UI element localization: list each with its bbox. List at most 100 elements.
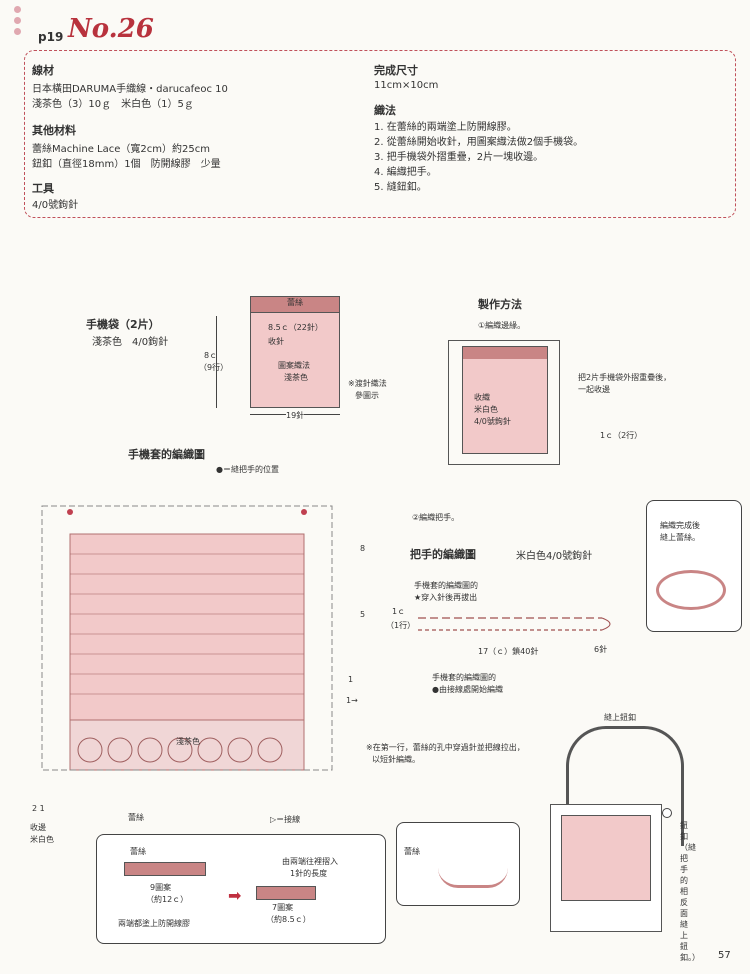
method-center-3: 4/0號鉤針 bbox=[474, 417, 511, 426]
button-title: 縫上鈕釦 bbox=[604, 713, 636, 722]
page-number: 57 bbox=[718, 950, 731, 961]
bag-pattern: 圖案織法 bbox=[278, 361, 310, 370]
bag-width: 19針 bbox=[286, 410, 305, 421]
header-dots bbox=[14, 6, 22, 46]
button-bag bbox=[550, 804, 662, 932]
bag-note-2: 參圖示 bbox=[355, 391, 379, 400]
handle-side-ring bbox=[656, 570, 726, 610]
lace-strip-1 bbox=[124, 862, 206, 876]
other-heading: 其他材料 bbox=[32, 124, 76, 137]
steps-list: 1. 在蕾絲的兩端塗上防開線膠。 2. 從蕾絲開始收針，用圖案織法做2個手機袋。… bbox=[374, 120, 583, 195]
step-1: 1. 在蕾絲的兩端塗上防開線膠。 bbox=[374, 122, 517, 133]
handle-chart-svg bbox=[418, 617, 611, 631]
tool-line1: 4/0號鉤針 bbox=[32, 200, 79, 211]
cover-color-label: 淺茶色 bbox=[176, 737, 200, 746]
step-4: 4. 編織把手。 bbox=[374, 167, 437, 178]
button-dot bbox=[662, 808, 672, 818]
handle-side-note-2: 縫上蕾絲。 bbox=[660, 533, 700, 542]
bag-diagram: 蕾絲 bbox=[250, 296, 340, 408]
handle-length: 17（ｃ）鎖40針 bbox=[478, 647, 539, 656]
bag-lace: 蕾絲 bbox=[251, 297, 339, 313]
method-step2: ②編織把手。 bbox=[412, 513, 460, 522]
method-bottom-label: 1ｃ（2行） bbox=[600, 431, 643, 440]
step-5: 5. 縫鈕釦。 bbox=[374, 182, 427, 193]
method-step1: ①編織邊緣。 bbox=[478, 321, 526, 330]
lace-width-2-sub: （約8.5ｃ） bbox=[266, 915, 311, 924]
method-center-1: 收織 bbox=[474, 393, 490, 402]
bag-title: 手機袋（2片） bbox=[86, 318, 160, 331]
lace-arrow-note-1: 由兩端往裡摺入 bbox=[282, 857, 338, 866]
cover-row8: 8 bbox=[360, 544, 366, 553]
handle-position-dot bbox=[67, 509, 73, 515]
bag-height-rows: （9行） bbox=[199, 363, 229, 372]
handle-color: 米白色4/0號鉤針 bbox=[516, 551, 593, 562]
hook-lace-label: 蕾絲 bbox=[404, 847, 420, 856]
lace-arrow-icon: ➡ bbox=[228, 886, 242, 905]
cover-chart-edge bbox=[41, 505, 333, 771]
handle-side-note-1: 編織完成後 bbox=[660, 521, 700, 530]
handle-bottom-note-1: 手機套的編織圖的 bbox=[432, 673, 496, 682]
bag-stitch-count: 8.5ｃ（22針） bbox=[268, 323, 323, 332]
cover-arrow-label: 1→ bbox=[346, 696, 358, 705]
page-title: No.26 bbox=[68, 14, 154, 44]
size-value: 11cm×10cm bbox=[374, 80, 439, 91]
hook-icon bbox=[438, 858, 508, 888]
cover-title: 手機套的編織圖 bbox=[128, 448, 205, 461]
page-ref: p19 bbox=[38, 30, 64, 44]
step-3: 3. 把手機袋外摺重疊，2片一塊收邊。 bbox=[374, 152, 544, 163]
bag-height-line bbox=[216, 316, 217, 408]
method-fold-2: 一起收邊 bbox=[578, 385, 610, 394]
handle-note-2: 以短針編織。 bbox=[372, 755, 420, 764]
button-handle bbox=[566, 726, 684, 846]
yarn-line2: 淺茶色（3）10ｇ 米白色（1）5ｇ bbox=[32, 99, 194, 110]
cover-chart-grid bbox=[70, 553, 304, 695]
handle-top-note-1: 手機套的編織圖的 bbox=[414, 581, 478, 590]
lace-width-2: 7圖案 bbox=[272, 903, 294, 912]
lace-prep-lace: 蕾絲 bbox=[130, 847, 146, 856]
other-line2: 鈕釦（直徑18mm）1個 防開線膠 少量 bbox=[32, 159, 221, 170]
bag-pattern-color: 淺茶色 bbox=[284, 373, 308, 382]
cover-lace-label: 蕾絲 bbox=[128, 813, 144, 822]
handle-position-dot bbox=[301, 509, 307, 515]
lace-width-1: 9圖案 bbox=[150, 883, 172, 892]
cover-row5: 5 bbox=[360, 610, 366, 619]
handle-top-note-2: ★穿入針後再拔出 bbox=[414, 593, 478, 602]
cover-row1: 1 bbox=[348, 675, 354, 684]
handle-row-label: 1ｃ bbox=[392, 607, 406, 616]
lace-prep-box bbox=[96, 834, 386, 944]
method-center-2: 米白色 bbox=[474, 405, 498, 414]
handle-bottom-note-2: ●由接線處開始編織 bbox=[432, 685, 503, 694]
yarn-heading: 線材 bbox=[32, 64, 54, 77]
yarn-line1: 日本橫田DARUMA手織線・darucafeoc 10 bbox=[32, 84, 228, 95]
bag-note-1: ※渡針織法 bbox=[348, 379, 387, 388]
button-side-text: 鈕釦（縫把手的相反面縫上鈕釦。） bbox=[680, 821, 700, 962]
handle-side-box bbox=[646, 500, 742, 632]
step-2: 2. 從蕾絲開始收針，用圖案織法做2個手機袋。 bbox=[374, 137, 584, 148]
cover-edge-1: 收邊 bbox=[30, 823, 46, 832]
handle-note-1: ※在第一行，蕾絲的孔中穿過針並把線拉出， bbox=[366, 743, 525, 752]
lace-strip-2 bbox=[256, 886, 316, 900]
materials-box bbox=[24, 50, 736, 218]
other-line1: 蕾絲Machine Lace（寬2cm）約25cm bbox=[32, 144, 210, 155]
cover-chart-body bbox=[69, 533, 305, 721]
handle-title: 把手的編織圖 bbox=[410, 548, 476, 561]
handle-row-label2: （1行） bbox=[386, 621, 416, 630]
lace-width-1-sub: （約12ｃ） bbox=[146, 895, 189, 904]
lace-both-ends: 兩端都塗上防開線膠 bbox=[118, 919, 190, 928]
method-title: 製作方法 bbox=[478, 298, 522, 311]
bag-color: 淺茶色 4/0鉤針 bbox=[92, 337, 169, 348]
method-heading: 織法 bbox=[374, 104, 396, 117]
cover-edge-2: 米白色 bbox=[30, 835, 54, 844]
cover-stitch-legend: ▷＝接線 bbox=[270, 815, 301, 824]
cover-left-nums: 2 1 bbox=[32, 804, 45, 813]
handle-end-loop bbox=[601, 617, 611, 631]
lace-arrow-note-2: 1針的長度 bbox=[290, 869, 328, 878]
handle-end: 6針 bbox=[594, 645, 608, 654]
cover-legend: ●＝縫把手的位置 bbox=[216, 465, 279, 474]
size-heading: 完成尺寸 bbox=[374, 64, 418, 77]
tool-heading: 工具 bbox=[32, 182, 54, 195]
bag-height: 8ｃ bbox=[204, 351, 218, 360]
method-outer-box bbox=[448, 340, 560, 465]
method-fold-1: 把2片手機袋外摺重疊後， bbox=[578, 373, 672, 382]
cover-chart-svg bbox=[41, 505, 333, 771]
